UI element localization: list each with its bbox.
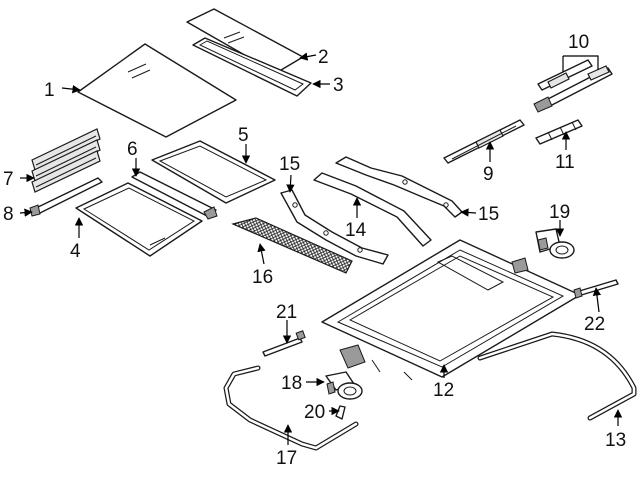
callout-15-right: 15 [478,204,499,225]
part-4-sunshade-panel [75,182,203,257]
callout-10: 10 [568,32,589,53]
part-5-deflector-frame [151,140,276,204]
part-10-rail-assembly [533,59,613,113]
callout-18: 18 [281,373,302,394]
callout-15-left: 15 [279,154,300,175]
part-17-drain-tube [223,365,359,451]
part-18-motor [325,371,363,400]
callout-5: 5 [238,125,249,146]
callout-21: 21 [276,302,297,323]
callout-6: 6 [127,139,138,160]
part-14-cross-member [313,172,432,247]
part-12-sunroof-frame [321,239,581,381]
part-3-seal-frame [192,37,312,97]
callout-13: 13 [605,430,626,451]
part-11-cable-track [535,119,583,145]
part-7-sunshade-slats [31,128,101,193]
part-19-motor [535,228,575,259]
part-13-drain-hose [477,331,637,421]
callout-17: 17 [276,448,297,469]
callout-20: 20 [304,402,325,423]
callout-1: 1 [44,80,55,101]
part-8-drive-rod [29,177,103,217]
callout-12: 12 [433,380,454,401]
callout-8: 8 [3,204,14,225]
callout-4: 4 [70,241,81,262]
part-20-clip [335,405,346,420]
callout-19: 19 [549,202,570,223]
part-9-guide-rail [443,119,525,164]
callout-16: 16 [252,267,273,288]
callout-9: 9 [483,164,494,185]
callout-14: 14 [345,220,367,241]
callout-labels: 1 2 3 4 5 6 7 8 9 10 11 12 13 14 15 15 1… [3,32,626,469]
part-15-left-bracket [280,189,389,265]
part-6-front-bar [131,171,218,220]
callout-11: 11 [555,152,575,173]
callout-7: 7 [3,169,14,190]
callout-2: 2 [318,47,329,68]
part-1-glass-panel [77,43,237,138]
leader-lines [19,52,623,445]
callout-3: 3 [333,75,344,96]
callout-22: 22 [584,314,605,335]
part-21-bolt [262,330,306,357]
part-16-mesh-deflector [231,217,353,274]
